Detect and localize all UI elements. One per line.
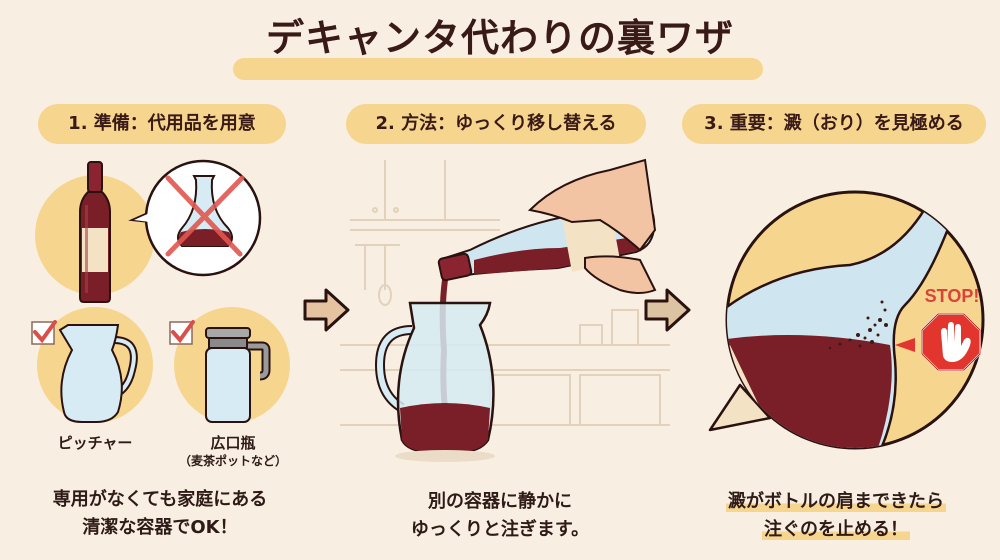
step-3-label: 3. 重要：澱（おり）を見極める <box>682 104 986 144</box>
pitcher-icon <box>374 301 495 462</box>
step-1-label: 1. 準備：代用品を用意 <box>38 104 286 144</box>
checkbox-icon <box>31 320 57 345</box>
page-title: デキャンタ代わりの裏ワザ <box>265 16 734 60</box>
title-highlight <box>233 58 763 80</box>
stop-text: STOP! <box>925 286 980 306</box>
caption-line: 澱がボトルの肩まできたら <box>726 491 946 512</box>
jar-sublabel: （麦茶ポットなど） <box>178 454 287 468</box>
jar-label: 広口瓶 <box>210 434 256 452</box>
arrow-right-icon <box>302 285 352 335</box>
jar-icon <box>205 327 271 423</box>
step-2-illustration <box>340 150 670 470</box>
wine-bottle-icon <box>79 161 111 303</box>
caption-line: 別の容器に静かに <box>428 491 572 512</box>
caption-line: ゆっくりと注ぎます。 <box>410 519 590 540</box>
kitchen-background <box>340 160 670 426</box>
step-3-caption: 澱がボトルの肩まできたら 注ぐのを止める！ <box>686 488 986 544</box>
step-1-caption: 専用がなくても家庭にある 清潔な容器でOK！ <box>10 486 310 542</box>
caption-line: 清潔な容器でOK！ <box>82 517 238 538</box>
sediment-particles <box>828 300 888 350</box>
caption-line: 専用がなくても家庭にある <box>52 489 268 510</box>
step-3-illustration: STOP! <box>700 160 1000 470</box>
hand-stop-icon <box>941 322 971 362</box>
step-2-label: 2. 方法：ゆっくり移し替える <box>346 104 646 144</box>
title-banner: デキャンタ代わりの裏ワザ <box>0 8 1000 80</box>
cross-icon <box>165 175 245 257</box>
step-2-caption: 別の容器に静かに ゆっくりと注ぎます。 <box>350 488 650 544</box>
step-1-illustration <box>0 150 300 450</box>
hand-icon <box>527 158 657 294</box>
caption-line: 注ぐのを止める！ <box>762 519 910 540</box>
checkbox-icon <box>169 320 195 345</box>
arrow-right-icon <box>643 285 693 335</box>
pitcher-label: ピッチャー <box>57 434 133 452</box>
stop-sign-icon <box>921 313 981 371</box>
pitcher-icon <box>58 324 138 423</box>
